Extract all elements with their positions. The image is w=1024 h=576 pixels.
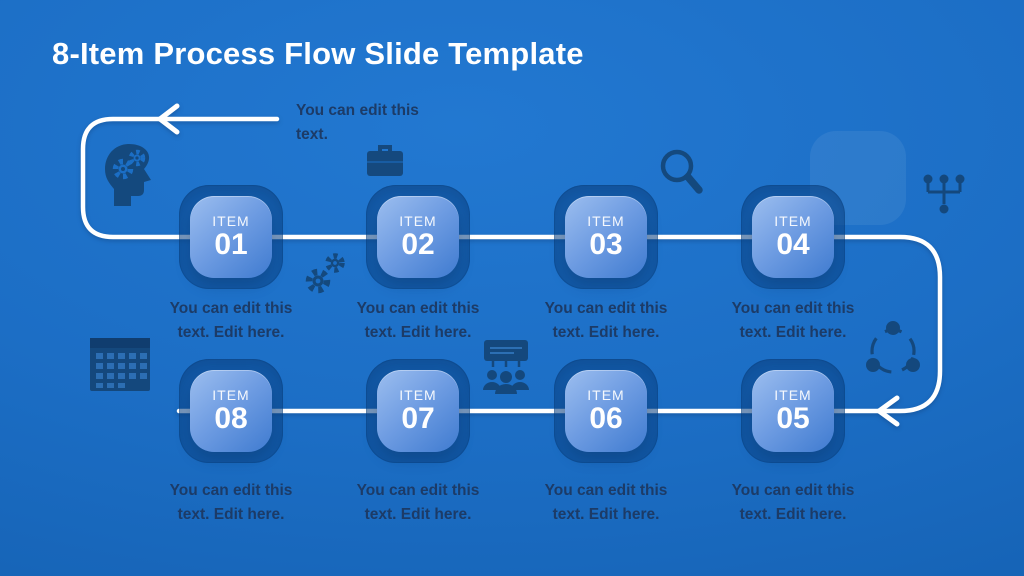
item-06-label: ITEM <box>587 386 625 403</box>
process-item-08[interactable]: ITEM 08 <box>179 359 283 463</box>
process-item-07[interactable]: ITEM 07 <box>366 359 470 463</box>
caption-item-07[interactable]: You can edit this text. Edit here. <box>325 479 511 527</box>
presentation-team-icon <box>481 340 531 403</box>
item-02-number: 02 <box>401 227 435 261</box>
item-06-number: 06 <box>589 401 623 435</box>
slide-title[interactable]: 8-Item Process Flow Slide Template <box>52 36 584 71</box>
item-05-label: ITEM <box>774 386 812 403</box>
caption-line: text. Edit here. <box>364 324 472 341</box>
share-icon <box>864 321 922 384</box>
item-03-badge: ITEM 03 <box>565 196 647 278</box>
item-03-number: 03 <box>589 227 623 261</box>
item-05-number: 05 <box>776 401 810 435</box>
head-gears-icon <box>102 142 160 213</box>
caption-line: text. Edit here. <box>552 506 660 523</box>
item-07-number: 07 <box>401 401 435 435</box>
caption-line: You can edit this <box>356 482 480 499</box>
caption-item-08[interactable]: You can edit this text. Edit here. <box>138 479 324 527</box>
caption-line: You can edit this <box>169 482 293 499</box>
caption-line: You can edit this <box>731 482 855 499</box>
item-07-label: ITEM <box>399 386 437 403</box>
caption-item-03[interactable]: You can edit this text. Edit here. <box>513 297 699 345</box>
hierarchy-icon <box>919 171 969 224</box>
caption-item-06[interactable]: You can edit this text. Edit here. <box>513 479 699 527</box>
caption-item-02[interactable]: You can edit this text. Edit here. <box>325 297 511 345</box>
annotation-line1: You can edit this <box>296 102 419 119</box>
annotation-text[interactable]: You can edit this text. <box>296 99 419 147</box>
flow-arrow-mid <box>876 395 900 427</box>
caption-line: text. Edit here. <box>177 506 285 523</box>
caption-line: text. Edit here. <box>364 506 472 523</box>
caption-line: text. Edit here. <box>739 506 847 523</box>
item-02-badge: ITEM 02 <box>377 196 459 278</box>
caption-line: You can edit this <box>544 300 668 317</box>
caption-line: You can edit this <box>731 300 855 317</box>
caption-line: You can edit this <box>544 482 668 499</box>
caption-item-05[interactable]: You can edit this text. Edit here. <box>700 479 886 527</box>
magnifier-icon <box>657 146 704 200</box>
caption-line: You can edit this <box>356 300 480 317</box>
item-05-badge: ITEM 05 <box>752 370 834 452</box>
item-01-number: 01 <box>214 227 248 261</box>
item-04-number: 04 <box>776 227 810 261</box>
item-01-badge: ITEM 01 <box>190 196 272 278</box>
calendar-icon <box>90 333 150 397</box>
item-07-badge: ITEM 07 <box>377 370 459 452</box>
process-item-03[interactable]: ITEM 03 <box>554 185 658 289</box>
caption-line: text. Edit here. <box>739 324 847 341</box>
caption-line: text. Edit here. <box>177 324 285 341</box>
item-04-badge: ITEM 04 <box>752 196 834 278</box>
item-01-label: ITEM <box>212 212 250 229</box>
process-item-05[interactable]: ITEM 05 <box>741 359 845 463</box>
item-08-number: 08 <box>214 401 248 435</box>
annotation-line2: text. <box>296 126 328 143</box>
caption-item-04[interactable]: You can edit this text. Edit here. <box>700 297 886 345</box>
item-03-label: ITEM <box>587 212 625 229</box>
process-item-02[interactable]: ITEM 02 <box>366 185 470 289</box>
caption-line: You can edit this <box>169 300 293 317</box>
process-item-01[interactable]: ITEM 01 <box>179 185 283 289</box>
process-item-04[interactable]: ITEM 04 <box>741 185 845 289</box>
item-08-badge: ITEM 08 <box>190 370 272 452</box>
gears-icon <box>300 250 350 303</box>
briefcase-icon <box>366 143 404 183</box>
item-04-label: ITEM <box>774 212 812 229</box>
caption-item-01[interactable]: You can edit this text. Edit here. <box>138 297 324 345</box>
item-06-badge: ITEM 06 <box>565 370 647 452</box>
item-02-label: ITEM <box>399 212 437 229</box>
flow-arrow-start <box>157 103 180 135</box>
item-08-label: ITEM <box>212 386 250 403</box>
caption-line: text. Edit here. <box>552 324 660 341</box>
process-item-06[interactable]: ITEM 06 <box>554 359 658 463</box>
